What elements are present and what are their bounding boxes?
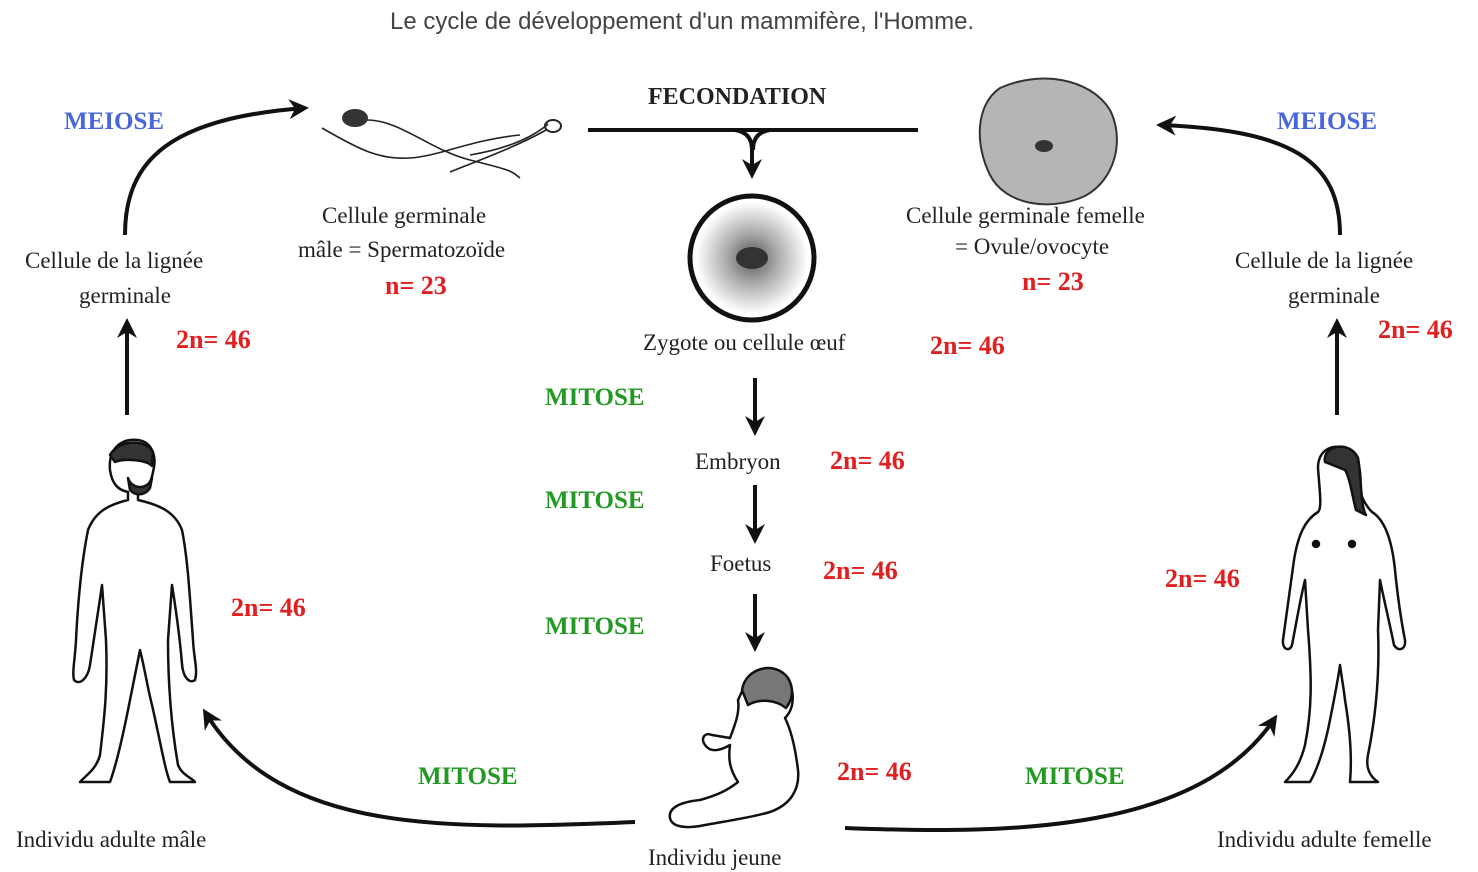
female-adult-label: Individu adulte femelle — [1217, 827, 1432, 852]
zygote-ploidy: 2n= 46 — [930, 331, 1005, 360]
arrow-young-to-female — [844, 714, 1278, 833]
sperm-ploidy: n= 23 — [385, 271, 447, 300]
female-adult-figure — [1281, 445, 1407, 784]
male-adult-ploidy: 2n= 46 — [231, 593, 306, 622]
meiosis-label-female: MEIOSE — [1277, 108, 1378, 135]
arrow-meiosis-female — [1156, 115, 1342, 236]
arrow-young-to-male — [202, 708, 636, 828]
fecondation-label: FECONDATION — [648, 84, 827, 110]
arrow-meiosis-male — [123, 99, 309, 236]
mitosis-label-young-male: MITOSE — [418, 763, 518, 790]
foetus-label: Foetus — [710, 551, 772, 576]
zygote-icon — [687, 193, 817, 323]
female-germline-line1: Cellule de la lignée — [1235, 248, 1414, 273]
mitosis-label-1: MITOSE — [545, 384, 645, 411]
ovum-label-line1: Cellule germinale femelle — [906, 203, 1145, 228]
baby-figure — [668, 666, 800, 829]
sperm-label-line1: Cellule germinale — [322, 203, 487, 228]
meiosis-label-male: MEIOSE — [64, 108, 165, 135]
fecondation-arrow — [588, 128, 918, 179]
ovum-ploidy: n= 23 — [1022, 267, 1084, 296]
female-adult-ploidy: 2n= 46 — [1165, 564, 1240, 593]
sperm-icon — [321, 109, 562, 179]
ovum-icon — [978, 77, 1118, 206]
embryo-ploidy: 2n= 46 — [830, 446, 905, 475]
mitosis-label-young-female: MITOSE — [1025, 763, 1125, 790]
male-germline-line1: Cellule de la lignée — [25, 248, 204, 273]
mitosis-label-2: MITOSE — [545, 487, 645, 514]
female-germline-line2: germinale — [1288, 283, 1380, 308]
male-adult-figure — [72, 438, 198, 784]
embryo-label: Embryon — [695, 449, 781, 474]
mitosis-label-3: MITOSE — [545, 613, 645, 640]
foetus-ploidy: 2n= 46 — [823, 556, 898, 585]
male-germline-line2: germinale — [79, 283, 171, 308]
diagram-title: Le cycle de développement d'un mammifère… — [390, 8, 975, 35]
female-germline-ploidy: 2n= 46 — [1378, 315, 1453, 344]
young-label: Individu jeune — [648, 845, 782, 870]
ovum-label-line2: = Ovule/ovocyte — [955, 234, 1110, 259]
male-adult-label: Individu adulte mâle — [16, 827, 207, 852]
male-germline-ploidy: 2n= 46 — [176, 325, 251, 354]
zygote-label: Zygote ou cellule œuf — [643, 330, 846, 355]
sperm-label-line2: mâle = Spermatozoïde — [298, 237, 506, 262]
young-ploidy: 2n= 46 — [837, 757, 912, 786]
